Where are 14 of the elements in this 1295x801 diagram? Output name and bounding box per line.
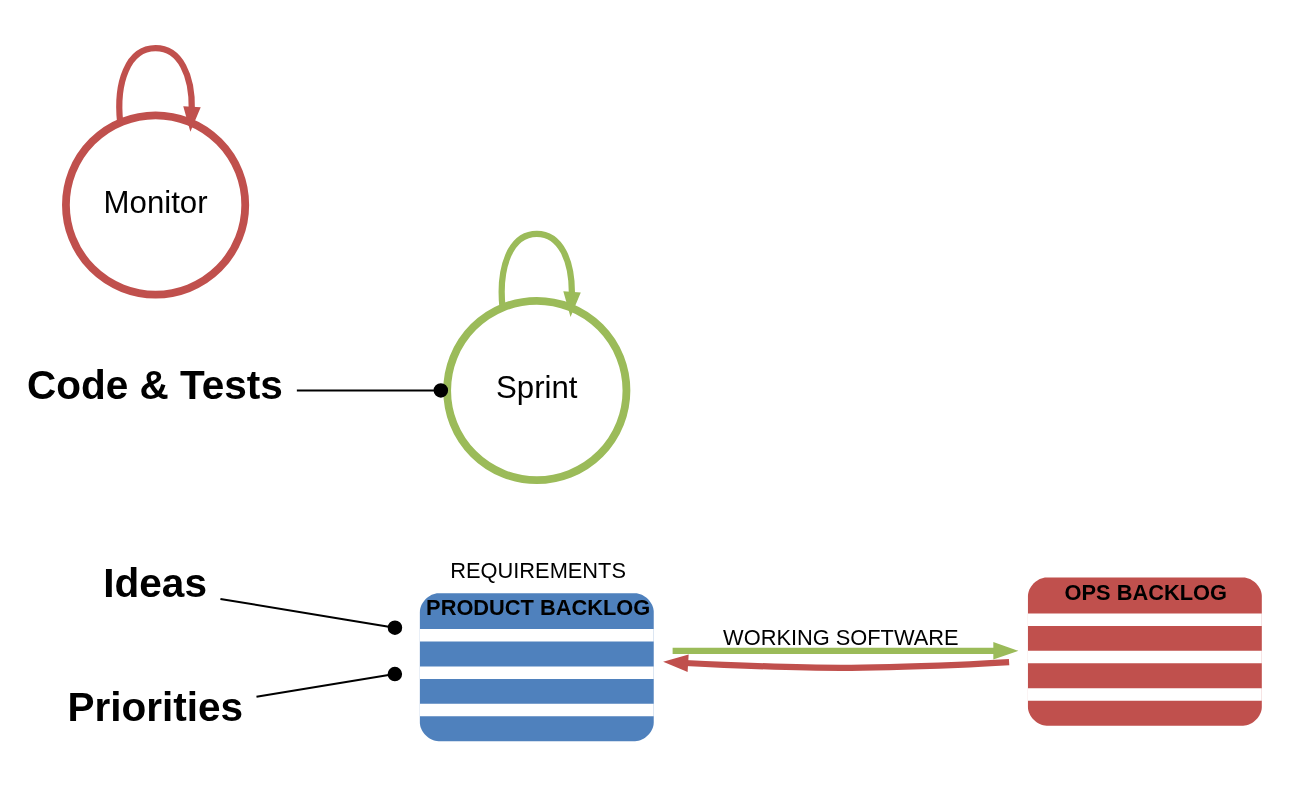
connector: [296, 382, 449, 398]
node-label: REQUIREMENTS: [450, 557, 626, 583]
arrow: [116, 44, 201, 132]
arrow: [663, 653, 1010, 672]
node-text: Priorities: [67, 683, 244, 730]
arrow: [498, 230, 581, 317]
connector: [220, 597, 403, 635]
edge-label: WORKING SOFTWARE: [723, 624, 959, 650]
node-circle: Monitor: [62, 110, 250, 298]
node-text: Ideas: [103, 559, 207, 606]
arrow: [672, 641, 1019, 660]
node-text: Code & Tests: [26, 361, 283, 408]
node-circle: Sprint: [443, 296, 631, 484]
connector: [256, 666, 403, 698]
